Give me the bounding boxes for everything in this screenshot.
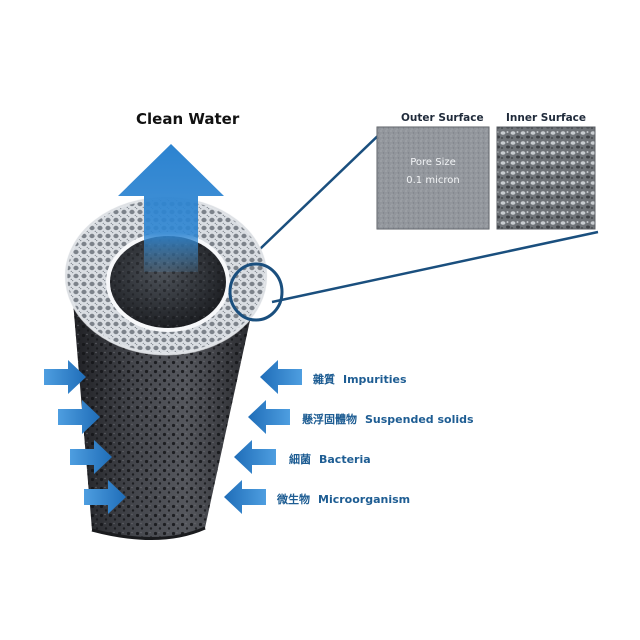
contaminant-impurities: 雜質 Impurities [313,371,407,387]
pore-size-label: Pore Size [410,157,456,168]
outer-surface-image [376,126,490,230]
contaminant-label-en: Suspended solids [365,413,474,426]
magnifier-circle [228,262,284,322]
contaminant-label-zh: 懸浮固體物 [302,413,357,426]
contaminant-label-zh: 細菌 [289,453,311,466]
contaminant-bacteria: 細菌 Bacteria [289,451,371,467]
contaminant-microorganism: 微生物 Microorganism [277,491,410,507]
contaminant-label-zh: 微生物 [277,493,310,506]
inflow-arrow-left-4 [84,480,126,514]
inflow-arrow-right-1 [260,360,302,394]
contaminant-label-zh: 雜質 [313,373,335,386]
contaminant-suspended-solids: 懸浮固體物 Suspended solids [302,411,474,427]
pore-size-value: 0.1 micron [406,175,460,186]
tube-cross-section [64,196,268,356]
inflow-arrows-right [224,360,302,514]
inner-surface-image [496,126,596,230]
inflow-arrow-left-2 [58,400,100,434]
contaminant-label-en: Impurities [343,373,407,386]
outer-surface-label: Outer Surface [401,112,484,124]
contaminant-label-en: Microorganism [318,493,411,506]
inflow-arrow-right-3 [234,440,276,474]
inflow-arrow-right-2 [248,400,290,434]
inflow-arrows-left [44,360,126,514]
diagram-title: Clean Water [136,110,240,128]
clean-water-arrow [118,144,224,272]
inflow-arrow-left-3 [70,440,112,474]
inflow-arrow-left-1 [44,360,86,394]
contaminant-label-en: Bacteria [319,453,371,466]
inflow-arrow-right-4 [224,480,266,514]
inner-surface-label: Inner Surface [506,112,587,124]
